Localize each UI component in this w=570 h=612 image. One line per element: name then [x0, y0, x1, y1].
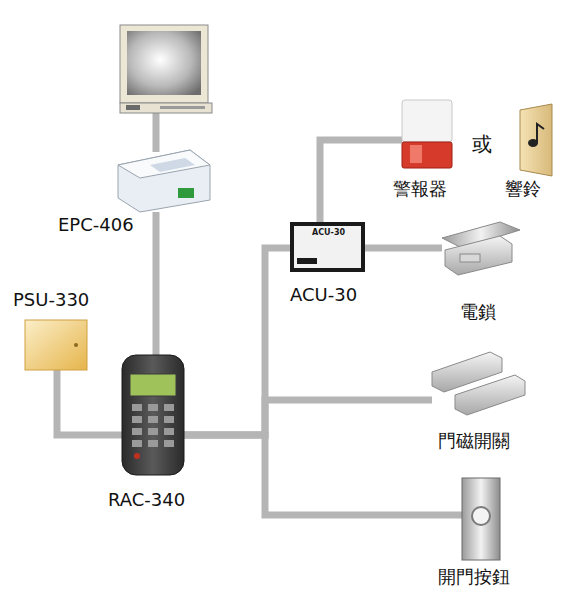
monitor-base	[120, 103, 212, 113]
key	[164, 404, 174, 411]
device-label: ACU-30	[290, 284, 357, 306]
key	[164, 428, 174, 435]
wire-connector	[365, 245, 442, 252]
lock-illustration	[442, 222, 520, 275]
monitor-illustration	[120, 25, 212, 113]
reader-node: RAC-340	[122, 355, 184, 475]
monitor-screen	[127, 31, 201, 95]
reader-display	[130, 374, 176, 396]
power-screw	[74, 343, 78, 347]
bell-node: 響鈴	[520, 104, 552, 176]
wire-connector	[184, 435, 462, 515]
key	[164, 440, 174, 447]
siren-glint	[410, 145, 422, 163]
device-label: 門磁開關	[438, 430, 510, 452]
key	[132, 404, 142, 411]
reader-illustration	[122, 355, 184, 475]
wire-connector	[153, 212, 160, 355]
device-label: 開門按鈕	[438, 566, 510, 588]
device-face-text: ACU-30	[312, 228, 345, 238]
power-supply-illustration	[25, 320, 87, 370]
device-label: EPC-406	[58, 214, 134, 236]
converter-sticker	[150, 158, 195, 172]
device-label: 響鈴	[505, 178, 541, 200]
unit-frame	[290, 222, 365, 272]
converter-node: EPC-406	[115, 150, 210, 212]
siren-light	[402, 142, 452, 168]
power-box	[25, 320, 87, 370]
keypad	[132, 404, 174, 447]
monitor-frame	[120, 25, 208, 103]
button-cap	[472, 507, 490, 525]
key	[164, 416, 174, 423]
device-label: RAC-340	[108, 489, 185, 511]
bell-panel	[520, 104, 552, 176]
key	[148, 416, 158, 423]
device-label: 電鎖	[460, 301, 496, 323]
reader-led	[134, 453, 140, 459]
unit-logo	[297, 258, 317, 264]
key	[148, 428, 158, 435]
unit-label	[294, 226, 361, 268]
bell-illustration	[520, 104, 552, 176]
reader-body	[122, 355, 184, 475]
wire-connector	[184, 400, 432, 435]
or-label: 或	[472, 133, 492, 155]
door-contact-illustration	[432, 352, 525, 415]
button-plate	[462, 478, 500, 560]
exit-button-node: 開門按鈕	[462, 478, 500, 560]
key	[148, 440, 158, 447]
siren-node: 警報器	[402, 100, 452, 168]
key	[148, 404, 158, 411]
key	[132, 440, 142, 447]
exit-button-illustration	[462, 478, 500, 560]
siren-illustration	[402, 100, 452, 168]
wire-connector	[57, 370, 122, 435]
device-label: 警報器	[393, 178, 447, 200]
wire-connector	[184, 248, 290, 435]
note-symbol	[537, 124, 544, 143]
key	[132, 428, 142, 435]
key	[132, 416, 142, 423]
terminal-block	[178, 188, 194, 198]
converter-top	[118, 150, 210, 178]
control-unit-illustration	[290, 222, 365, 272]
converter-illustration	[118, 150, 210, 212]
lock-bolt	[460, 254, 480, 262]
contact-switch	[455, 375, 525, 415]
siren-top	[402, 100, 452, 142]
device-label: PSU-330	[13, 289, 89, 311]
wire	[153, 112, 160, 152]
door-contact-node: 門磁開關	[432, 352, 525, 415]
converter-body	[118, 150, 210, 212]
power-supply-node: PSU-330	[25, 320, 87, 370]
lock-node: 電鎖	[442, 222, 520, 275]
monitor-slot	[126, 105, 140, 110]
lock-body	[445, 236, 512, 275]
wire-connector	[320, 140, 402, 222]
monitor-slot	[160, 106, 205, 109]
